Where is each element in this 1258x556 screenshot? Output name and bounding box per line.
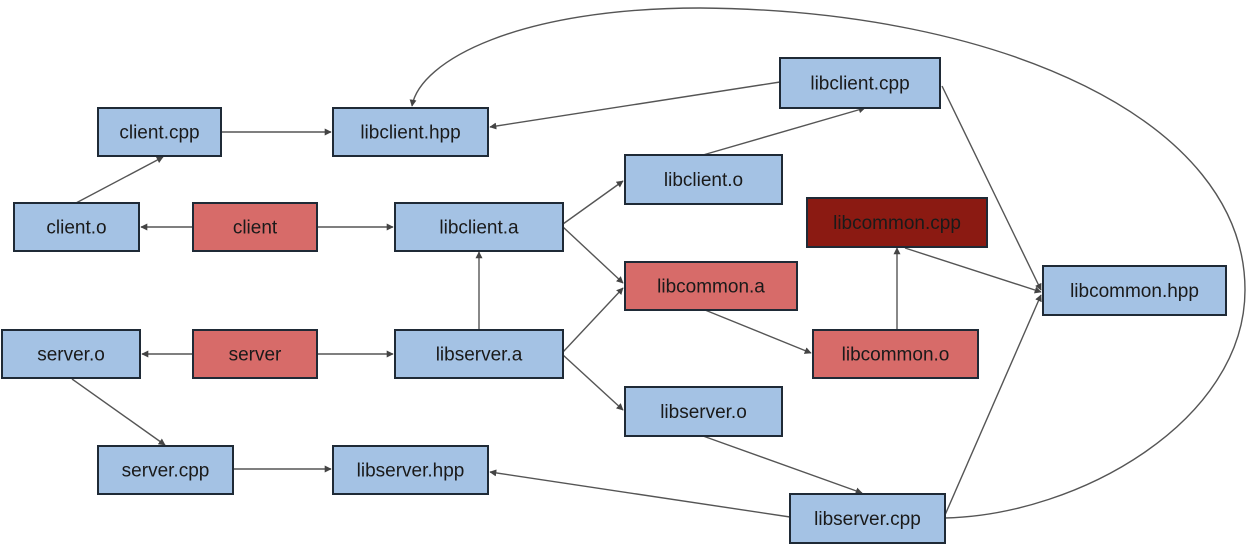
node-label: client.o [46, 218, 106, 239]
node-box [789, 493, 946, 544]
edge-libserver-a-to-libcommon-a [562, 287, 624, 353]
node-box [806, 197, 988, 248]
edge-libcommon-a-to-libcommon-o [704, 309, 812, 354]
node-server-o[interactable]: server.o [1, 329, 141, 379]
node-libclient-a[interactable]: libclient.a [394, 202, 564, 252]
node-box [192, 329, 318, 379]
node-label: libserver.hpp [357, 461, 465, 482]
node-label: server [229, 345, 282, 366]
node-label: libclient.hpp [360, 123, 460, 144]
node-server[interactable]: server [192, 329, 318, 379]
node-label: server.cpp [122, 461, 210, 482]
node-label: client [233, 218, 278, 239]
node-libclient-hpp[interactable]: libclient.hpp [332, 107, 489, 157]
node-box [1, 329, 141, 379]
node-box [332, 107, 489, 157]
node-box [779, 57, 941, 109]
node-box [394, 202, 564, 252]
node-label: libcommon.a [657, 277, 765, 298]
edge-libclient-o-to-libclient-cpp [702, 106, 866, 156]
node-box [332, 445, 489, 495]
edge-libserver-cpp-to-libserver-hpp [489, 469, 791, 518]
node-libcommon-cpp[interactable]: libcommon.cpp [806, 197, 988, 248]
node-libcommon-a[interactable]: libcommon.a [624, 261, 798, 311]
node-libserver-a[interactable]: libserver.a [394, 329, 564, 379]
node-server-cpp[interactable]: server.cpp [97, 445, 234, 495]
node-box [624, 154, 783, 205]
node-box [97, 107, 222, 157]
node-box [624, 261, 798, 311]
node-box [192, 202, 318, 252]
edge-server-o-to-server-cpp [71, 378, 166, 446]
node-box [97, 445, 234, 495]
node-label: libcommon.hpp [1070, 281, 1199, 302]
edge-libserver-cpp-to-libcommon-hpp [944, 294, 1042, 516]
node-label: server.o [37, 345, 105, 366]
node-box [812, 329, 979, 379]
edge-libserver-a-to-libserver-o [562, 354, 624, 411]
node-libcommon-hpp[interactable]: libcommon.hpp [1042, 265, 1227, 316]
node-client-cpp[interactable]: client.cpp [97, 107, 222, 157]
node-libserver-cpp[interactable]: libserver.cpp [789, 493, 946, 544]
node-label: libserver.o [660, 402, 747, 423]
node-libclient-cpp[interactable]: libclient.cpp [779, 57, 941, 109]
node-label: libserver.a [436, 345, 523, 366]
edge-libserver-o-to-libserver-cpp [702, 435, 863, 495]
edge-libclient-a-to-libcommon-a [562, 226, 624, 284]
edge-libclient-cpp-to-libclient-hpp [489, 81, 781, 130]
node-label: libcommon.cpp [833, 213, 961, 234]
node-libserver-o[interactable]: libserver.o [624, 386, 783, 437]
node-box [1042, 265, 1227, 316]
edge-libserver-cpp-to-libclient-hpp [409, 7, 1246, 519]
node-label: libclient.a [439, 218, 519, 239]
node-libcommon-o[interactable]: libcommon.o [812, 329, 979, 379]
nodes-layer: client.cpp libclient.hpp libclient.cpp clie… [1, 57, 1227, 544]
edge-libclient-cpp-to-libcommon-hpp [941, 85, 1042, 291]
edges-layer [71, 7, 1246, 519]
node-box [13, 202, 140, 252]
node-label: libclient.cpp [810, 74, 909, 95]
node-box [394, 329, 564, 379]
node-label: libcommon.o [842, 345, 950, 366]
node-client[interactable]: client [192, 202, 318, 252]
node-label: libclient.o [664, 170, 743, 191]
edge-libclient-a-to-libclient-o [562, 180, 624, 225]
edge-client-o-to-client-cpp [75, 156, 164, 204]
node-libserver-hpp[interactable]: libserver.hpp [332, 445, 489, 495]
node-libclient-o[interactable]: libclient.o [624, 154, 783, 205]
node-client-o[interactable]: client.o [13, 202, 140, 252]
node-label: libserver.cpp [814, 509, 921, 530]
node-label: client.cpp [119, 123, 199, 144]
node-box [624, 386, 783, 437]
edge-libcommon-cpp-to-libcommon-hpp [904, 247, 1042, 294]
